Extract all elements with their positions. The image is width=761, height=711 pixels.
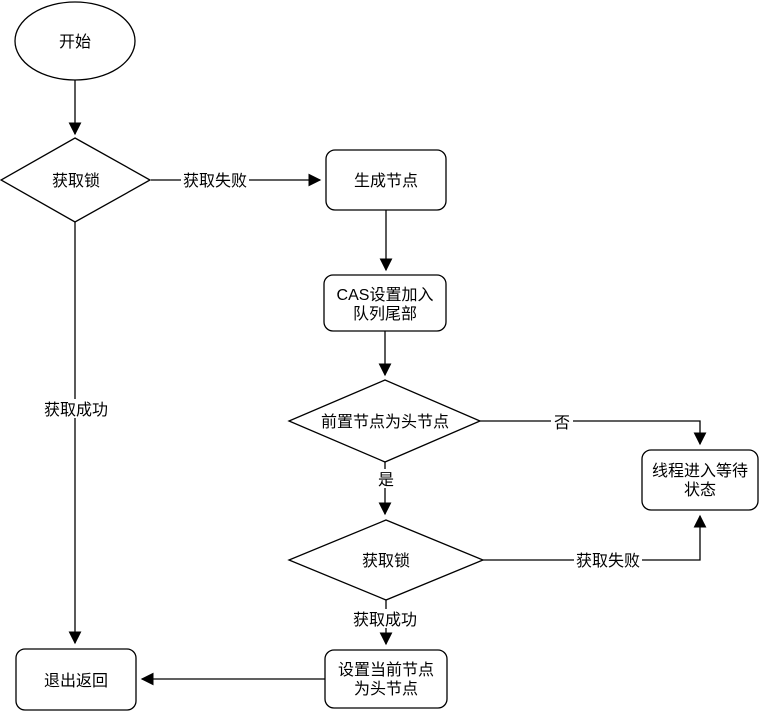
- edge-lock2-fail-to-wait: [483, 514, 707, 561]
- edge-label-bg: [351, 609, 419, 628]
- node-cas-enqueue: [323, 274, 447, 332]
- edge-label-pred-no: 否: [554, 415, 570, 432]
- node-exit-return: [15, 648, 137, 711]
- node-thread-wait-line1: 线程进入等待: [652, 462, 748, 480]
- node-pred-is-head-label: 前置节点为头节点: [321, 413, 449, 431]
- edge-label-lock1-success: 获取成功: [44, 401, 108, 419]
- node-cas-enqueue-line1: CAS设置加入: [337, 286, 434, 304]
- node-generate-node-label: 生成节点: [354, 172, 418, 190]
- edge-label-bg: [574, 550, 642, 569]
- node-thread-wait-line2: 状态: [684, 481, 716, 499]
- node-set-head-line1: 设置当前节点: [338, 661, 434, 679]
- edge-label-bg: [551, 412, 573, 431]
- node-exit-return-label: 退出返回: [44, 672, 108, 690]
- node-generate-node: [325, 149, 447, 211]
- edge-label-pred-yes: 是: [378, 472, 394, 489]
- node-start-label: 开始: [59, 33, 91, 51]
- node-acquire-lock-2-label: 获取锁: [362, 552, 410, 570]
- edge-label-lock2-fail: 获取失败: [576, 552, 640, 570]
- node-thread-wait: [641, 449, 759, 511]
- node-pred-is-head: [287, 379, 482, 463]
- node-start: [14, 1, 136, 81]
- edge-label-lock1-fail: 获取失败: [183, 172, 247, 190]
- node-cas-enqueue-line2: 队列尾部: [353, 305, 417, 323]
- node-acquire-lock-1-label: 获取锁: [52, 172, 100, 190]
- edge-label-bg: [42, 399, 110, 418]
- node-set-head: [324, 649, 448, 709]
- edge-label-bg: [376, 469, 396, 488]
- node-acquire-lock-2: [287, 519, 485, 601]
- node-acquire-lock-1: [0, 137, 152, 223]
- edge-label-bg: [181, 170, 249, 189]
- node-set-head-line2: 为头节点: [354, 680, 418, 698]
- edge-label-lock2-success: 获取成功: [353, 611, 417, 629]
- edge-predhead-no-to-wait: [480, 420, 707, 446]
